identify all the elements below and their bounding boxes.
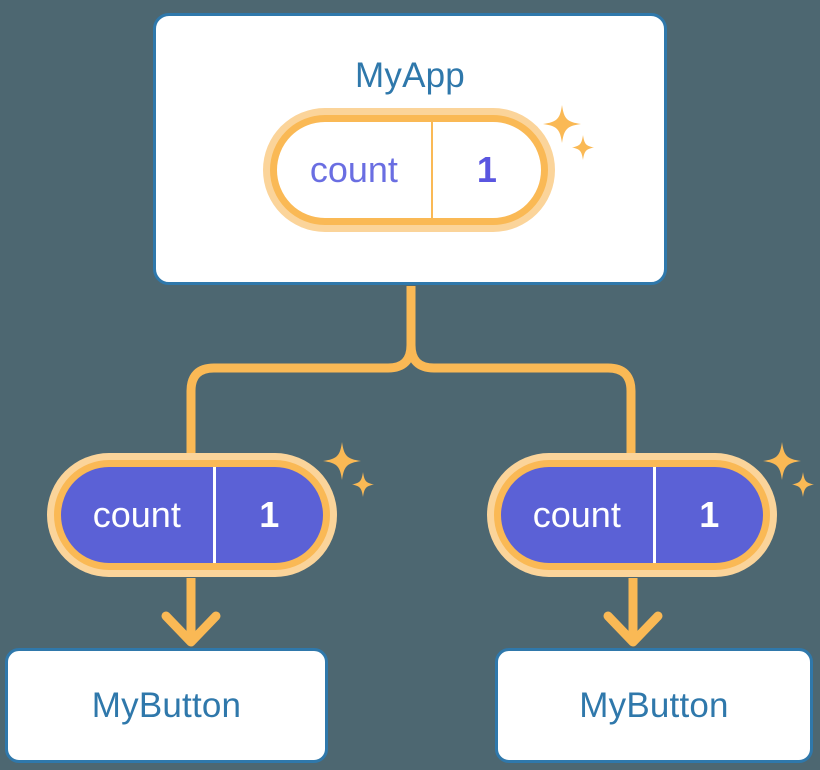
state-pill-myapp[interactable]: count 1: [263, 108, 555, 232]
page-title: MyApp: [355, 56, 465, 95]
state-key-label: count: [61, 467, 216, 563]
state-pill-child-left[interactable]: count 1: [47, 453, 337, 577]
branch-line-left: [186, 340, 416, 458]
state-key-label: count: [501, 467, 656, 563]
state-value-label: 1: [476, 149, 497, 190]
arrow-down-icon-right: [603, 578, 663, 647]
state-pill-child-right[interactable]: count 1: [487, 453, 777, 577]
component-card-mybutton-right[interactable]: MyButton: [495, 648, 813, 763]
state-pill-body: count 1: [494, 460, 770, 570]
branch-line-right: [406, 340, 636, 458]
component-card-mybutton-left[interactable]: MyButton: [5, 648, 328, 763]
arrow-down-icon-left: [161, 578, 221, 647]
state-pill-body: count 1: [54, 460, 330, 570]
state-pill-body: count 1: [270, 115, 548, 225]
component-card-label: MyButton: [91, 685, 242, 725]
state-value-label: 1: [699, 494, 720, 535]
component-card-label: MyButton: [579, 685, 729, 725]
state-key-label: count: [277, 122, 433, 218]
state-value-label: 1: [259, 494, 280, 535]
